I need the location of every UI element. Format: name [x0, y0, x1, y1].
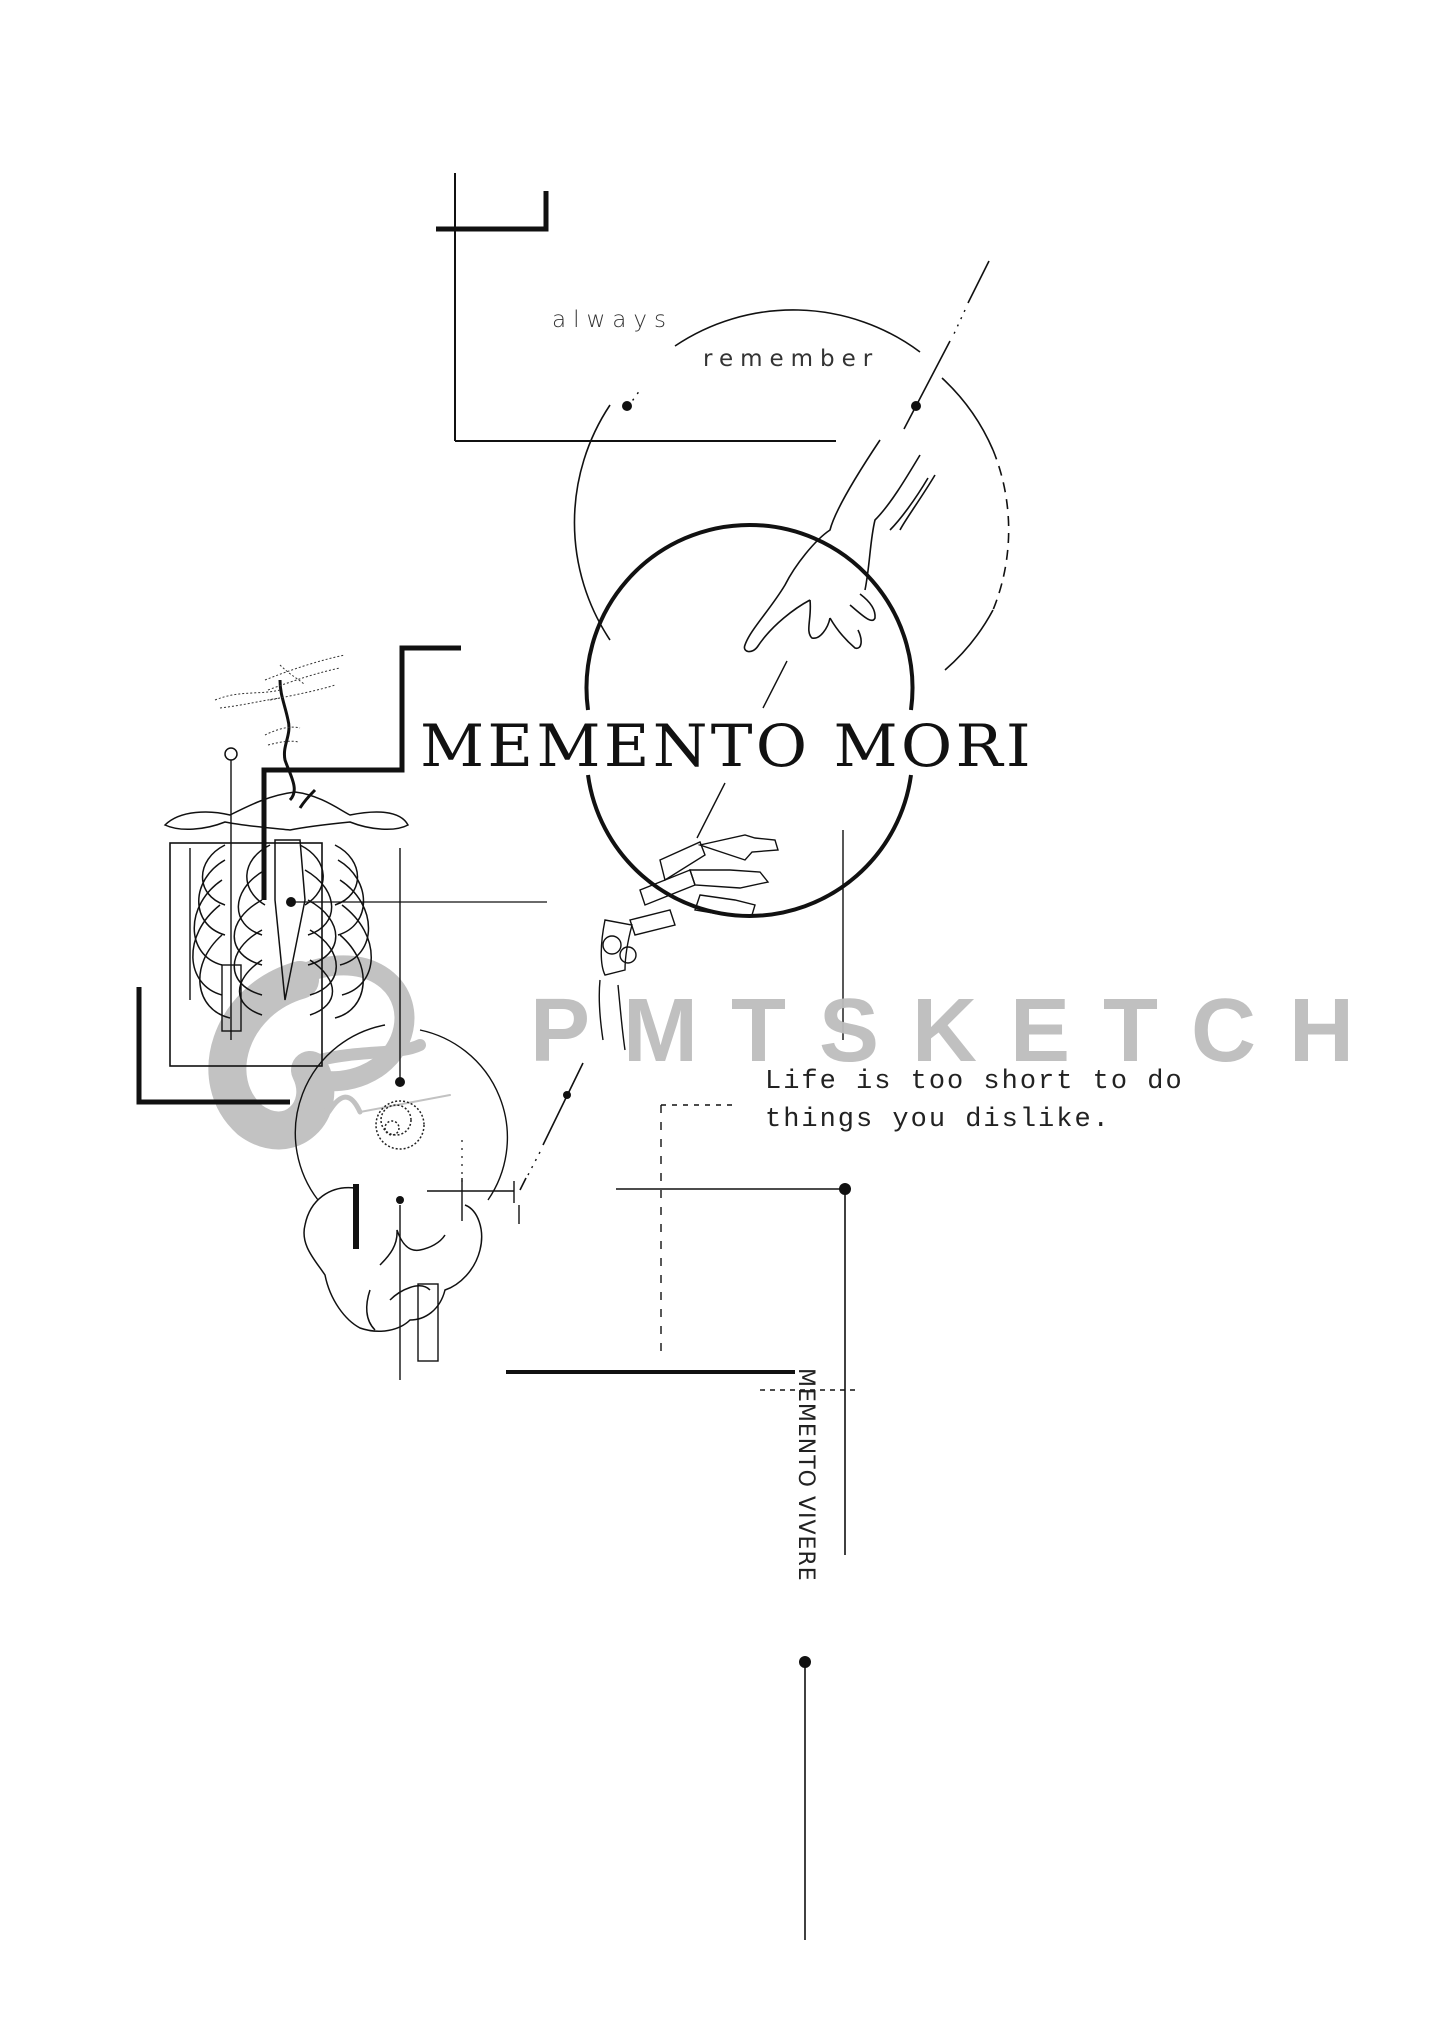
right-connectors — [506, 830, 858, 1940]
kicker-remember: remember — [703, 346, 880, 372]
pin-circle-icon — [224, 747, 238, 761]
reaching-hand-icon — [743, 439, 936, 653]
title-memento-mori: MEMENTO MORI — [420, 712, 1034, 780]
step-bracket — [261, 645, 461, 900]
diagonal-line-top — [903, 260, 990, 430]
pelvis-bar — [353, 1184, 359, 1249]
vertical-label-memento-vivere: MEMENTO VIVERE — [793, 1368, 818, 1582]
diagonal-line-lower — [519, 1062, 584, 1191]
kicker-always: always — [552, 307, 673, 333]
moon-icon — [375, 1100, 425, 1150]
quote-line-2: things you dislike. — [765, 1105, 1111, 1135]
left-l-bracket — [136, 987, 290, 1105]
watermark-logo-icon — [208, 955, 451, 1150]
skeleton-hand-icon — [598, 834, 779, 1051]
top-bracket — [436, 173, 836, 442]
quote-line-1: Life is too short to do — [765, 1067, 1184, 1097]
pelvis-icon — [303, 1186, 483, 1332]
large-thin-circle — [573, 309, 1010, 671]
arc-dot-left — [622, 401, 632, 411]
tree-icon — [214, 654, 346, 809]
crosshair-marker — [427, 1178, 520, 1224]
bold-circle — [584, 523, 915, 918]
ribcage-icon — [163, 791, 410, 1019]
watermark-text: PMTSKETCH — [530, 981, 1387, 1081]
quote: Life is too short to do things you disli… — [765, 1063, 1184, 1139]
ribcage-frame — [169, 842, 323, 1067]
